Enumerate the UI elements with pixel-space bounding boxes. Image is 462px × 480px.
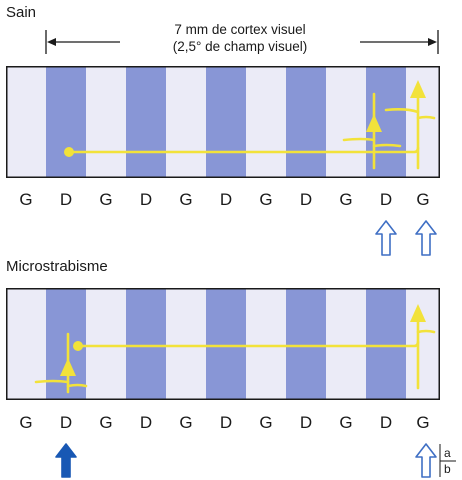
micro-col-label: G — [19, 413, 33, 432]
stripe-G — [86, 288, 126, 400]
stripe-G — [406, 66, 440, 178]
stripe-G — [246, 288, 286, 400]
sain-col-label: G — [19, 190, 33, 209]
stripe-D — [126, 288, 166, 400]
stripe-D — [126, 66, 166, 178]
sain-neuron-connection — [67, 92, 436, 170]
micro-col-label: D — [379, 413, 393, 432]
micro-title: Microstrabisme — [6, 258, 108, 275]
micro-col-label: D — [139, 413, 153, 432]
stripe-G — [326, 288, 366, 400]
sain-branch-upper — [384, 108, 420, 114]
up-arrow-outline-icon — [375, 220, 397, 256]
micro-col-label: G — [179, 413, 193, 432]
up-arrow-outline-icon — [415, 220, 437, 256]
scale-bar-right-arrowhead — [428, 38, 437, 46]
stripe-G — [86, 66, 126, 178]
stripe-D — [286, 288, 326, 400]
micro-panel-border — [6, 288, 440, 400]
stripe-D — [206, 288, 246, 400]
stripe-G — [6, 66, 46, 178]
stripe-G — [6, 288, 46, 400]
stripe-G — [166, 288, 206, 400]
sain-neuron-arrowhead-g — [410, 80, 426, 98]
sain-branch-left — [342, 137, 376, 142]
sain-col-label: D — [219, 190, 233, 209]
sain-panel-border — [6, 66, 440, 178]
scale-label-line1: 7 mm de cortex visuel — [174, 22, 306, 37]
sain-col-label: D — [299, 190, 313, 209]
micro-col-label: G — [339, 413, 353, 432]
micro-col-label: D — [219, 413, 233, 432]
stripe-G — [246, 66, 286, 178]
micro-stripes — [6, 288, 440, 400]
micro-col-label: D — [299, 413, 313, 432]
micro-cortex-panel — [6, 288, 440, 400]
micro-neuron-arrowhead-g — [410, 304, 426, 322]
sain-soma — [64, 147, 74, 157]
micro-col-label: G — [99, 413, 113, 432]
stripe-D — [286, 66, 326, 178]
scale-label: 7 mm de cortex visuel (2,5° de champ vis… — [120, 21, 360, 55]
sain-stripes — [6, 66, 440, 178]
sain-col-label: D — [379, 190, 393, 209]
sain-branch-right — [416, 115, 436, 120]
sain-col-label: D — [59, 190, 73, 209]
sain-col-label: G — [339, 190, 353, 209]
sain-title: Sain — [6, 4, 37, 21]
sain-col-label: G — [179, 190, 193, 209]
up-arrow-filled-icon — [55, 443, 77, 478]
sain-branch-lower — [372, 143, 402, 148]
legend-a: a — [444, 446, 451, 460]
scale-bar-left-arrowhead — [47, 38, 56, 46]
sain-column-labels: G D G D G D G D G D G — [6, 190, 440, 212]
sain-col-label: G — [416, 190, 430, 209]
micro-col-label: G — [416, 413, 430, 432]
scale-label-line2: (2,5° de champ visuel) — [172, 39, 308, 54]
sain-col-label: G — [259, 190, 273, 209]
micro-branch-left — [34, 379, 70, 384]
stripe-G — [406, 288, 440, 400]
sain-col-label: G — [99, 190, 113, 209]
stripe-D — [366, 288, 406, 400]
up-arrow-outline-icon — [415, 443, 437, 478]
sain-col-label: D — [139, 190, 153, 209]
stripe-G — [166, 66, 206, 178]
micro-column-labels: G D G D G D G D G D G — [6, 413, 440, 435]
stripe-D — [46, 66, 86, 178]
legend-b: b — [444, 462, 451, 476]
micro-col-label: D — [59, 413, 73, 432]
sain-neuron-arrowhead-d — [366, 114, 382, 132]
micro-neuron-arrowhead-d — [60, 358, 76, 376]
stripe-G — [326, 66, 366, 178]
sain-cortex-panel — [6, 66, 440, 178]
micro-soma — [73, 341, 83, 351]
stripe-D — [206, 66, 246, 178]
micro-col-label: G — [259, 413, 273, 432]
micro-branch-right — [416, 329, 436, 334]
micro-branch-lower — [66, 383, 88, 388]
